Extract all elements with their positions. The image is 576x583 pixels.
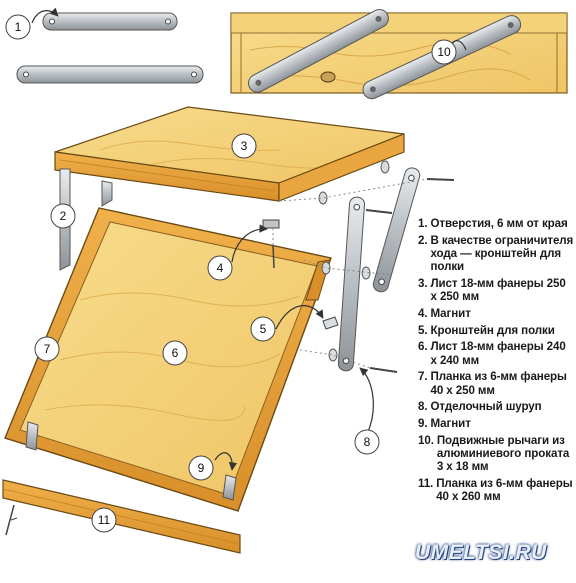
- legend-item: 2.В качестве ограничителя хода — кронште…: [418, 234, 574, 274]
- legend-text: Подвижные рычаги из алюминиевого проката…: [436, 433, 570, 474]
- svg-text:5: 5: [260, 322, 267, 336]
- svg-text:1: 1: [15, 20, 22, 34]
- svg-text:2: 2: [60, 209, 67, 223]
- callout-5: 5: [250, 316, 276, 342]
- lever-hardware-5-8: [262, 160, 455, 373]
- callout-badges: 1 10 3 2 4 5 7 6 8 9 11: [5, 14, 457, 533]
- legend-number: 3.: [418, 276, 428, 290]
- legend-text: Отверстия, 6 мм от края: [430, 217, 568, 230]
- lever-inset-10: [230, 8, 568, 100]
- svg-text:3: 3: [241, 139, 248, 153]
- callout-1: 1: [5, 14, 31, 40]
- legend-text: Отделочный шуруп: [430, 400, 542, 414]
- legend-number: 11.: [418, 476, 434, 490]
- callout-3: 3: [231, 133, 257, 159]
- strip-11: [2, 479, 241, 554]
- callout-2: 2: [50, 203, 76, 229]
- legend-text: Лист 18-мм фанеры 250 х 250 мм: [430, 276, 566, 304]
- callout-10: 10: [431, 39, 457, 65]
- top-sheet-3: [54, 106, 405, 202]
- callout-6: 6: [162, 340, 188, 366]
- svg-text:8: 8: [364, 435, 371, 449]
- legend-item: 10.Подвижные рычаги из алюминиевого прок…: [418, 434, 574, 474]
- legend-item: 6.Лист 18-мм фанеры 240 х 240 мм: [418, 340, 574, 367]
- legend-text: Кронштейн для полки: [430, 323, 555, 337]
- legend-item: 11.Планка из 6-мм фанеры 40 х 260 мм: [418, 477, 574, 504]
- legend-item: 5.Кронштейн для полки: [418, 324, 574, 337]
- legend-number: 7.: [418, 370, 428, 384]
- legend-text: Планка из 6-мм фанеры 40 х 260 мм: [436, 476, 573, 504]
- legend-item: 1.Отверстия, 6 мм от края: [418, 217, 574, 230]
- svg-text:11: 11: [98, 513, 111, 527]
- legend-number: 9.: [418, 416, 428, 430]
- legend-item: 9.Магнит: [418, 417, 574, 430]
- legend-item: 3.Лист 18-мм фанеры 250 х 250 мм: [418, 277, 574, 304]
- svg-text:10: 10: [437, 45, 451, 59]
- legend-number: 4.: [418, 306, 428, 320]
- legend-number: 1.: [418, 217, 428, 230]
- legend-item: 4.Магнит: [418, 307, 574, 320]
- legend-number: 5.: [418, 323, 428, 337]
- legend-number: 6.: [418, 340, 428, 354]
- svg-text:4: 4: [217, 261, 224, 275]
- callout-9: 9: [188, 455, 214, 481]
- svg-text:9: 9: [198, 461, 205, 475]
- site-watermark: UMELTSI.RU: [415, 541, 547, 564]
- strap-detail-1: [16, 12, 204, 84]
- legend-text: Планка из 6-мм фанеры 40 х 250 мм: [430, 370, 567, 397]
- legend-number: 2.: [418, 233, 428, 247]
- legend-item: 8.Отделочный шуруп: [418, 400, 574, 413]
- callout-11: 11: [91, 507, 117, 533]
- legend-text: Магнит: [430, 306, 471, 320]
- callout-7: 7: [34, 336, 60, 362]
- legend-item: 7.Планка из 6-мм фанеры 40 х 250 мм: [418, 370, 574, 397]
- callout-arrows: [31, 7, 467, 471]
- legend-number: 8.: [418, 400, 428, 414]
- legend-text: Лист 18-мм фанеры 240 х 240 мм: [430, 340, 566, 367]
- legend-text: В качестве ограничителя хода — кронштейн…: [430, 233, 574, 274]
- svg-text:6: 6: [172, 346, 179, 360]
- callout-4: 4: [207, 255, 233, 281]
- callout-8: 8: [354, 429, 380, 455]
- svg-text:7: 7: [44, 342, 51, 356]
- legend-number: 10.: [418, 433, 434, 447]
- legend-text: Магнит: [430, 416, 471, 430]
